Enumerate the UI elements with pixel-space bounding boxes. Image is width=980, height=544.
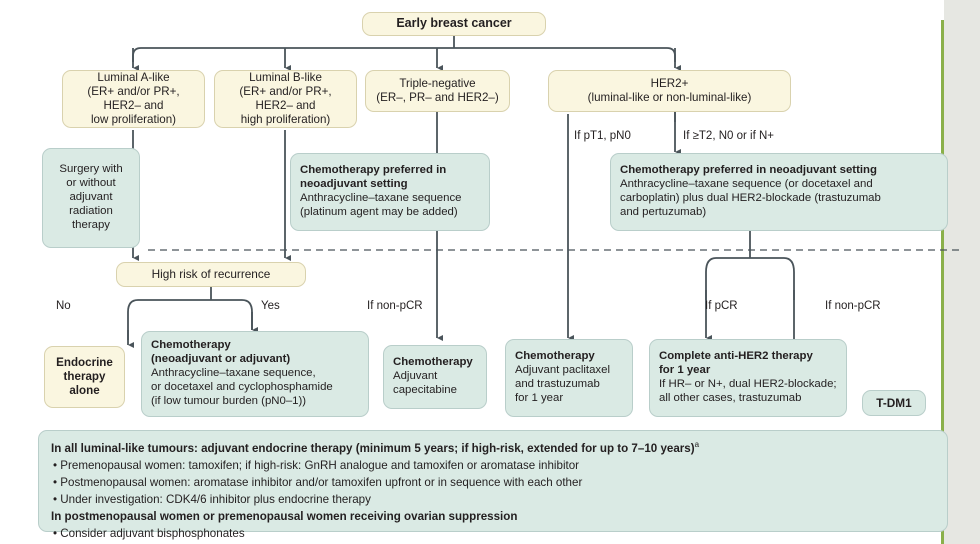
node-line: radiation [69,204,113,217]
node-line: Anthracycline–taxane sequence, [151,367,316,380]
summary-row: • Consider adjuvant bisphosphonates [51,525,935,542]
node-label: High risk of recurrence [151,267,271,282]
node-line: Luminal A-like [97,70,170,84]
page-edge-strip [944,0,980,544]
summary-row: • Postmenopausal women: aromatase inhibi… [51,474,935,491]
node-chemotherapy-neoadjuvant-or-adjuvant[interactable]: Chemotherapy (neoadjuvant or adjuvant) A… [141,331,369,417]
summary-row: In all luminal-like tumours: adjuvant en… [51,439,935,457]
node-luminal-a-like[interactable]: Luminal A-like (ER+ and/or PR+, HER2– an… [62,70,205,128]
node-line: high proliferation) [240,113,331,127]
node-line-bold: for 1 year [659,364,711,377]
node-luminal-b-like[interactable]: Luminal B-like (ER+ and/or PR+, HER2– an… [214,70,357,128]
bullet-glyph: • [53,492,61,506]
node-line: or docetaxel and cyclophosphamide [151,380,333,393]
node-line: (ER–, PR– and HER2–) [376,91,499,104]
node-her2-positive[interactable]: HER2+ (luminal-like or non-luminal-like) [548,70,791,112]
node-line-bold: (neoadjuvant or adjuvant) [151,353,291,366]
node-line-bold: Chemotherapy preferred in neoadjuvant se… [620,164,877,177]
summary-panel: In all luminal-like tumours: adjuvant en… [38,430,948,540]
node-line: (luminal-like or non-luminal-like) [587,91,752,104]
node-surgery-radiation[interactable]: Surgery with or without adjuvant radiati… [42,148,140,248]
node-line-bold: neoadjuvant setting [300,178,408,191]
node-line: (platinum agent may be added) [300,205,458,218]
summary-row-text: Consider adjuvant bisphosphonates [60,527,245,541]
node-line: therapy [72,218,110,231]
node-her2-neoadjuvant-chemo[interactable]: Chemotherapy preferred in neoadjuvant se… [610,153,948,231]
node-line: Luminal B-like [249,70,322,84]
node-line: (ER+ and/or PR+, [239,84,332,98]
edge-label-if-pt1-pn0: If pT1, pN0 [574,130,631,142]
node-line: Surgery with [59,163,123,176]
node-line: HER2+ [650,76,689,90]
page-edge-accent-line [941,0,944,544]
node-line: Anthracycline–taxane sequence [300,192,462,204]
edge-label-if-non-pcr-tn: If non-pCR [367,300,423,312]
node-line: or without [66,177,116,190]
edge-label-no: No [56,300,71,312]
link-her2-neoadj-split [705,257,795,300]
node-line: for 1 year [515,391,564,404]
node-line-bold: alone [69,384,100,398]
summary-row-text: In all luminal-like tumours: adjuvant en… [51,441,695,455]
node-line: capecitabine [393,383,457,396]
summary-row-text: Premenopausal women: tamoxifen; if high-… [60,458,580,472]
node-label: Early breast cancer [396,16,512,31]
node-line: HER2– and [255,99,316,112]
node-line-bold: Chemotherapy [151,339,231,352]
node-line-bold: Chemotherapy preferred in [300,164,447,177]
edge-label-if-t2-n0-or-n-plus: If ≥T2, N0 or if N+ [683,130,774,142]
node-line: carboplatin) plus dual HER2-blockade (tr… [620,192,881,204]
node-line: and pertuzumab) [620,205,707,218]
node-line: all other cases, trastuzumab [659,391,802,404]
node-line-bold: Chemotherapy [515,350,595,363]
node-line: HER2– and [103,99,164,112]
bullet-glyph: • [53,527,61,541]
node-line-bold: Chemotherapy [393,356,473,369]
node-line-bold: Complete anti-HER2 therapy [659,350,813,363]
node-line: adjuvant [69,191,113,204]
summary-row-text: Under investigation: CDK4/6 inhibitor pl… [60,492,371,506]
node-t-dm1[interactable]: T-DM1 [862,390,926,416]
node-early-breast-cancer[interactable]: Early breast cancer [362,12,546,36]
bullet-glyph: • [53,475,61,489]
node-line-bold: T-DM1 [876,395,912,410]
node-triple-negative[interactable]: Triple-negative (ER–, PR– and HER2–) [365,70,510,112]
summary-row: • Premenopausal women: tamoxifen; if hig… [51,457,935,474]
node-chemotherapy-adjuvant-paclitaxel[interactable]: Chemotherapy Adjuvant paclitaxel and tra… [505,339,633,417]
edge-label-yes: Yes [261,300,280,312]
node-line-bold: therapy [63,369,106,383]
node-line: and trastuzumab [515,378,600,390]
summary-row-text: In postmenopausal women or premenopausal… [51,509,518,523]
edge-label-if-non-pcr-her2: If non-pCR [825,300,881,312]
node-line: Adjuvant [393,370,438,383]
node-line-bold: Endocrine [56,355,113,369]
summary-row-text: Postmenopausal women: aromatase inhibito… [60,475,583,489]
node-endocrine-therapy-alone[interactable]: Endocrine therapy alone [44,346,125,408]
node-complete-anti-her2-therapy[interactable]: Complete anti-HER2 therapy for 1 year If… [649,339,847,417]
footnote-marker: a [694,440,700,449]
summary-row: • Under investigation: CDK4/6 inhibitor … [51,491,935,508]
node-line: Adjuvant paclitaxel [515,364,610,377]
node-high-risk-of-recurrence[interactable]: High risk of recurrence [116,262,306,287]
node-chemotherapy-adjuvant-capecitabine[interactable]: Chemotherapy Adjuvant capecitabine [383,345,487,409]
page-edge-notch [932,0,944,20]
node-line: low proliferation) [90,113,177,127]
node-line: (if low tumour burden (pN0–1)) [151,394,307,407]
edge-label-if-pcr: If pCR [705,300,738,312]
node-line: (ER+ and/or PR+, [87,84,180,98]
summary-row: In postmenopausal women or premenopausal… [51,508,935,525]
bullet-glyph: • [53,458,61,472]
node-line: If HR– or N+, dual HER2-blockade; [659,378,837,390]
node-line: Anthracycline–taxane sequence (or doceta… [620,178,873,191]
node-tn-neoadjuvant-chemo[interactable]: Chemotherapy preferred in neoadjuvant se… [290,153,490,231]
node-line: Triple-negative [399,76,476,90]
link-root-bus [132,47,676,62]
